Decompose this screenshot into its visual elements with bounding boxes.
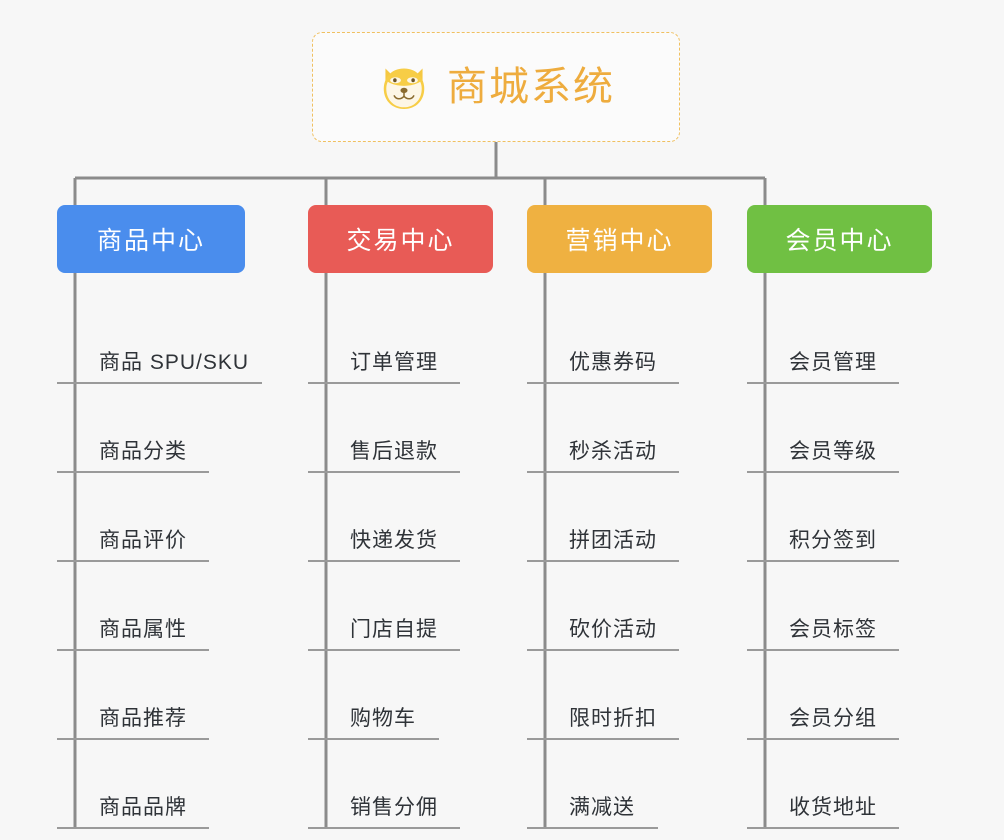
leaf-item-label: 拼团活动 (527, 528, 679, 562)
leaf-item-label: 会员等级 (747, 439, 899, 473)
leaf-item-label: 积分签到 (747, 528, 899, 562)
leaf-item[interactable]: 优惠券码 (527, 295, 712, 384)
root-node-title: 商城系统 (447, 65, 615, 109)
leaf-item[interactable]: 商品推荐 (57, 651, 245, 740)
leaf-list-member-center: 会员管理会员等级积分签到会员标签会员分组收货地址 (747, 273, 932, 829)
leaf-item-label: 销售分佣 (308, 795, 460, 829)
leaf-item-label: 门店自提 (308, 617, 460, 651)
leaf-item[interactable]: 销售分佣 (308, 740, 493, 829)
leaf-item[interactable]: 拼团活动 (527, 473, 712, 562)
leaf-item-label: 收货地址 (747, 795, 899, 829)
leaf-item[interactable]: 会员标签 (747, 562, 932, 651)
leaf-item-label: 商品评价 (57, 528, 209, 562)
shiba-dog-face-icon (383, 68, 425, 109)
leaf-item[interactable]: 快递发货 (308, 473, 493, 562)
leaf-item-label: 售后退款 (308, 439, 460, 473)
category-label: 交易中心 (346, 227, 455, 255)
leaf-item-label: 会员管理 (747, 350, 899, 384)
leaf-item-label: 砍价活动 (527, 617, 679, 651)
leaf-item-label: 商品属性 (57, 617, 209, 651)
leaf-item-label: 商品推荐 (57, 706, 209, 740)
category-box-member-center[interactable]: 会员中心 (747, 205, 932, 273)
category-column-product-center: 商品中心商品 SPU/SKU 商品分类商品评价商品属性商品推荐商品品牌 (57, 205, 262, 829)
category-box-marketing-center[interactable]: 营销中心 (527, 205, 712, 273)
leaf-item[interactable]: 商品分类 (57, 384, 245, 473)
leaf-item-label: 订单管理 (308, 350, 460, 384)
leaf-item[interactable]: 会员分组 (747, 651, 932, 740)
leaf-item[interactable]: 商品评价 (57, 473, 245, 562)
root-node-shop-system[interactable]: 商城系统 (312, 32, 680, 142)
leaf-item[interactable]: 商品 SPU/SKU (57, 295, 262, 384)
category-column-marketing-center: 营销中心优惠券码秒杀活动拼团活动砍价活动限时折扣满减送 (527, 205, 712, 829)
leaf-item-label: 会员标签 (747, 617, 899, 651)
leaf-item-label: 商品 SPU/SKU (57, 350, 262, 384)
leaf-item-label: 秒杀活动 (527, 439, 679, 473)
leaf-item-label: 商品分类 (57, 439, 209, 473)
leaf-item[interactable]: 会员管理 (747, 295, 932, 384)
category-box-product-center[interactable]: 商品中心 (57, 205, 245, 273)
leaf-list-product-center: 商品 SPU/SKU 商品分类商品评价商品属性商品推荐商品品牌 (57, 273, 262, 829)
leaf-item[interactable]: 限时折扣 (527, 651, 712, 740)
leaf-item[interactable]: 商品属性 (57, 562, 245, 651)
category-label: 会员中心 (785, 227, 894, 255)
leaf-list-marketing-center: 优惠券码秒杀活动拼团活动砍价活动限时折扣满减送 (527, 273, 712, 829)
leaf-item-label: 购物车 (308, 706, 439, 740)
leaf-item-label: 限时折扣 (527, 706, 679, 740)
leaf-item[interactable]: 收货地址 (747, 740, 932, 829)
leaf-item-label: 快递发货 (308, 528, 460, 562)
leaf-list-trade-center: 订单管理售后退款快递发货门店自提购物车销售分佣 (308, 273, 493, 829)
leaf-item[interactable]: 商品品牌 (57, 740, 245, 829)
category-box-trade-center[interactable]: 交易中心 (308, 205, 493, 273)
leaf-item[interactable]: 门店自提 (308, 562, 493, 651)
leaf-item[interactable]: 会员等级 (747, 384, 932, 473)
leaf-item-label: 满减送 (527, 795, 658, 829)
leaf-item[interactable]: 秒杀活动 (527, 384, 712, 473)
leaf-item[interactable]: 购物车 (308, 651, 493, 740)
leaf-item[interactable]: 积分签到 (747, 473, 932, 562)
leaf-item[interactable]: 订单管理 (308, 295, 493, 384)
category-column-trade-center: 交易中心订单管理售后退款快递发货门店自提购物车销售分佣 (308, 205, 493, 829)
leaf-item-label: 优惠券码 (527, 350, 679, 384)
leaf-item[interactable]: 砍价活动 (527, 562, 712, 651)
leaf-item-label: 商品品牌 (57, 795, 209, 829)
leaf-item-label: 会员分组 (747, 706, 899, 740)
category-column-member-center: 会员中心会员管理会员等级积分签到会员标签会员分组收货地址 (747, 205, 932, 829)
leaf-item[interactable]: 满减送 (527, 740, 712, 829)
category-label: 商品中心 (96, 227, 205, 255)
category-label: 营销中心 (565, 227, 674, 255)
leaf-item[interactable]: 售后退款 (308, 384, 493, 473)
